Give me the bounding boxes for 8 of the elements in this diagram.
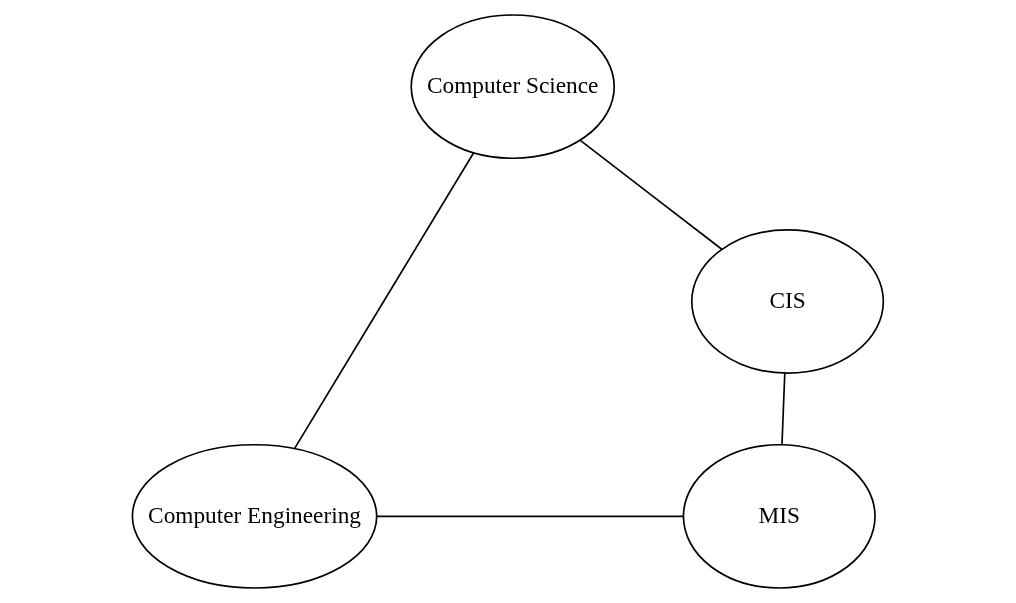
connector	[579, 139, 723, 251]
node-ellipse: Computer Science	[410, 14, 616, 160]
connector	[375, 515, 685, 518]
connector	[293, 152, 475, 450]
node-ellipse: Computer Engineering	[131, 443, 378, 589]
node-ellipse: CIS	[690, 229, 885, 374]
node-ellipse: MIS	[682, 443, 876, 589]
connector	[781, 372, 786, 446]
